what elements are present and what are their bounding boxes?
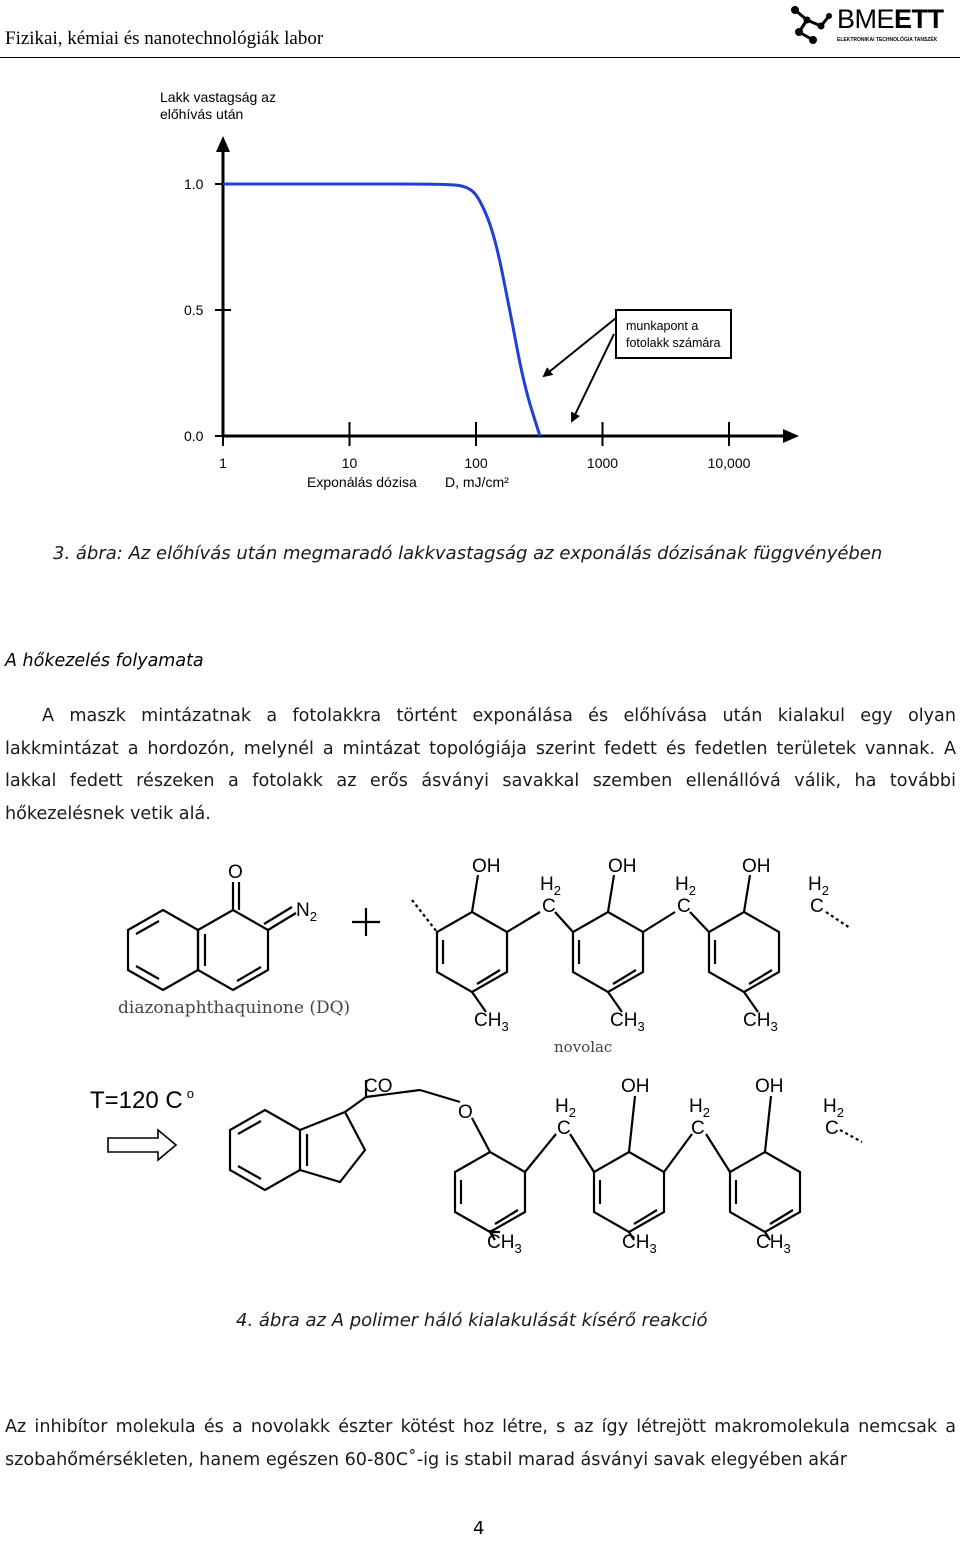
paragraph-2: Az inhibítor molekula és a novolakk észt… xyxy=(5,1417,956,1470)
c-label: C xyxy=(691,1118,705,1139)
ch3-label: CH3 xyxy=(487,1232,522,1256)
x-axis-arrow-icon xyxy=(783,429,799,443)
oh-label: OH xyxy=(472,856,501,877)
logo-subtitle: ELEKTRONIKAI TECHNOLÓGIA TANSZÉK xyxy=(837,37,938,43)
h2-label: H2 xyxy=(675,874,696,898)
ch3-label: CH3 xyxy=(610,1010,645,1034)
c-label: C xyxy=(557,1118,571,1139)
h2-label: H2 xyxy=(540,874,561,898)
annotation-line1: munkapont a xyxy=(626,319,698,333)
x-axis-label-part1: Exponálás dózisa xyxy=(307,474,417,490)
y-tick-label: 1.0 xyxy=(184,176,204,192)
annotation-line2: fotolakk számára xyxy=(626,336,721,350)
annotation-box xyxy=(615,309,732,359)
c-label: C xyxy=(677,896,691,917)
c-label: C xyxy=(825,1118,839,1139)
section-title: A hőkezelés folyamata xyxy=(5,651,204,671)
logo-wordmark: BMEETT xyxy=(837,4,944,34)
dose-thickness-chart: Lakk vastagság az előhívás után 0.0 0.5 1.… xyxy=(160,89,799,490)
x-tick-label: 10,000 xyxy=(708,455,751,471)
header-divider xyxy=(0,57,960,58)
co-label: CO xyxy=(364,1076,393,1097)
y-tick-label: 0.5 xyxy=(184,302,204,318)
dq-n2: N2 xyxy=(296,900,317,924)
oh-label: OH xyxy=(742,856,771,877)
page-number: 4 xyxy=(473,1518,485,1539)
ch3-label: CH3 xyxy=(622,1232,657,1256)
paragraph-1: A maszk mintázatnak a fotolakkra történt… xyxy=(5,706,956,824)
ch3-label: CH3 xyxy=(756,1232,791,1256)
x-tick-label: 100 xyxy=(464,455,488,471)
ch3-label: CH3 xyxy=(474,1010,509,1034)
x-tick-label: 1 xyxy=(219,455,227,471)
h2-label: H2 xyxy=(555,1096,576,1120)
x-tick-label: 10 xyxy=(342,455,358,471)
y-axis-label-line1: Lakk vastagság az xyxy=(160,89,276,105)
x-axis-label-part2: D, mJ/cm² xyxy=(445,474,509,490)
x-tick-label: 1000 xyxy=(587,455,618,471)
bmeett-logo: BMEETT ELEKTRONIKAI TECHNOLÓGIA TANSZÉK xyxy=(785,2,960,48)
annotation-arrow xyxy=(570,333,615,423)
circuit-logo-icon xyxy=(791,6,832,44)
oh-label: OH xyxy=(621,1076,650,1097)
c-label: C xyxy=(542,896,556,917)
figure3-caption: 3. ábra: Az előhívás után megmaradó lakk… xyxy=(53,543,883,564)
novolac-label: novolac xyxy=(554,1038,612,1056)
header-title: Fizikai, kémiai és nanotechnológiák labo… xyxy=(5,28,324,49)
y-axis-label-line2: előhívás után xyxy=(160,106,243,122)
h2-label: H2 xyxy=(823,1096,844,1120)
annotation-arrow xyxy=(542,317,617,378)
y-axis-arrow-icon xyxy=(216,136,230,152)
c-label: C xyxy=(810,896,824,917)
h2-label: H2 xyxy=(689,1096,710,1120)
figure4-caption: 4. ábra az A polimer háló kialakulását k… xyxy=(236,1310,708,1331)
dq-oxygen: O xyxy=(228,862,243,883)
thickness-curve xyxy=(223,182,542,437)
ester-oxygen: O xyxy=(458,1102,473,1123)
dq-label: diazonaphthaquinone (DQ) xyxy=(118,998,350,1018)
oh-label: OH xyxy=(608,856,637,877)
ch3-label: CH3 xyxy=(743,1010,778,1034)
oh-label: OH xyxy=(755,1076,784,1097)
h2-label: H2 xyxy=(808,874,829,898)
y-tick-label: 0.0 xyxy=(184,428,204,444)
reaction-scheme: O N2 OH OH OH H2 H2 H2 C C C CH3 CH3 CH3… xyxy=(90,856,863,1256)
